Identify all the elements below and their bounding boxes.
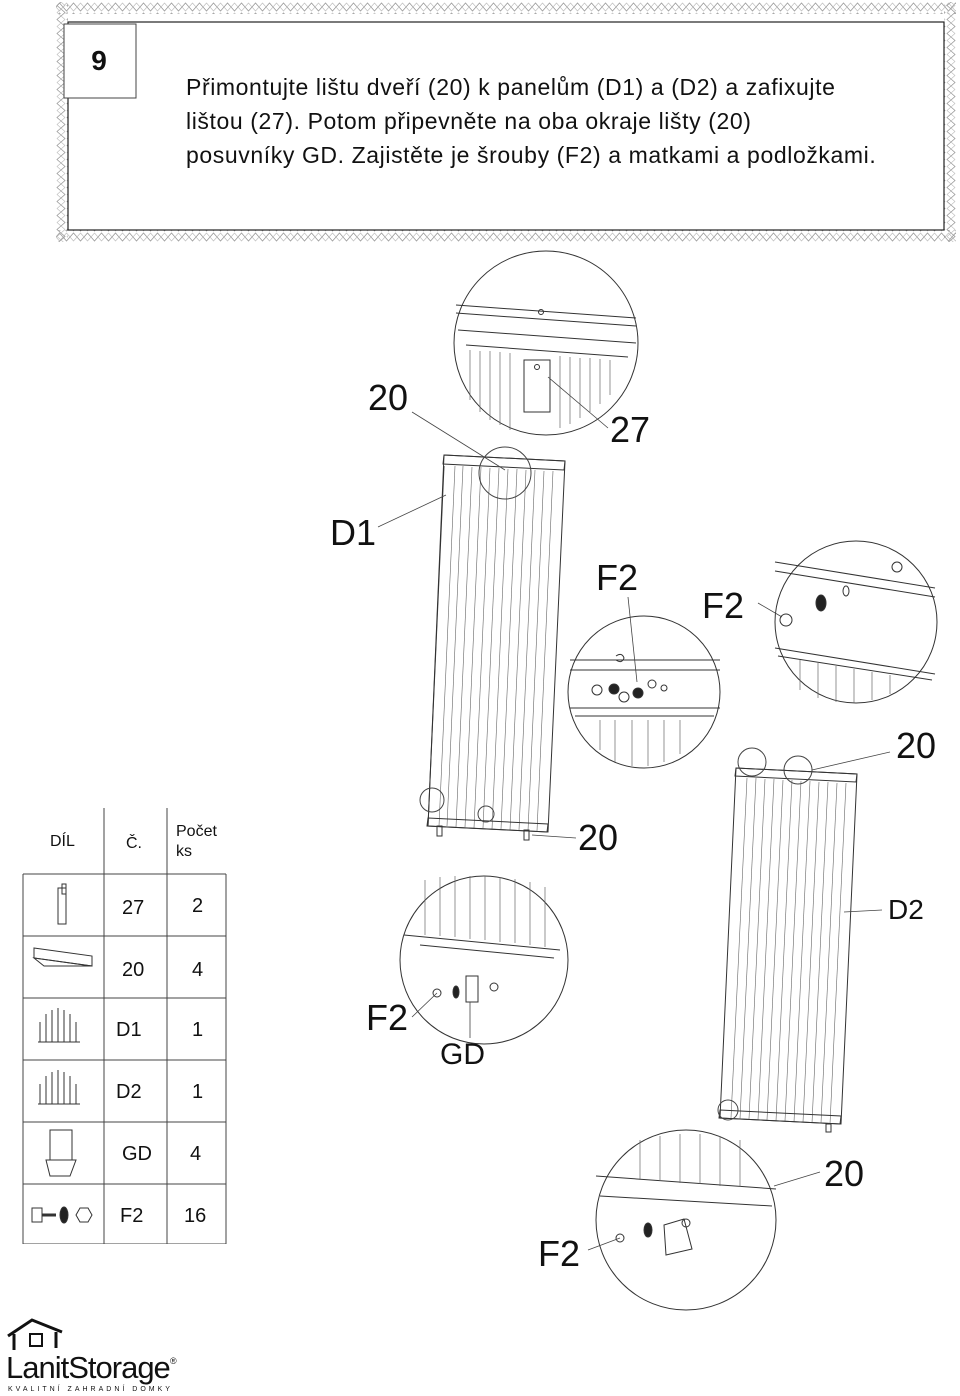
callout-20: 20 xyxy=(578,817,619,858)
header-frame xyxy=(56,2,956,242)
parts-row-number: GD xyxy=(122,1143,152,1165)
callout-f2: F2 xyxy=(366,997,409,1038)
parts-header-part: DÍL xyxy=(50,833,75,850)
parts-row-count: 4 xyxy=(190,1143,202,1165)
callout-f2: F2 xyxy=(596,557,639,598)
callout-f2: F2 xyxy=(702,585,745,626)
parts-row-number: 27 xyxy=(122,897,145,919)
parts-row-count: 4 xyxy=(192,959,204,981)
part-gd-icon xyxy=(45,1129,77,1177)
detail-bottom-drawing xyxy=(595,1129,777,1311)
callout-27: 27 xyxy=(610,409,651,450)
part-27-icon xyxy=(57,883,67,925)
instruction-text: Přimontujte lištu dveří (20) k panelům (… xyxy=(186,70,926,172)
parts-row-number: F2 xyxy=(120,1205,144,1227)
callout-gd: GD xyxy=(440,1038,485,1071)
instruction-line: Přimontujte lištu dveří (20) k panelům (… xyxy=(186,74,836,100)
callout-d2: D2 xyxy=(888,894,924,925)
parts-header-count-unit: ks xyxy=(176,843,192,860)
parts-header-number: Č. xyxy=(126,835,142,852)
logo-wordmark: LanitStorage xyxy=(6,1350,171,1385)
panel-d1-drawing xyxy=(419,446,566,841)
parts-row-count: 2 xyxy=(192,895,204,917)
logo-registered: ® xyxy=(170,1356,177,1366)
callout-20: 20 xyxy=(368,377,409,418)
detail-f2-left-drawing xyxy=(567,615,721,769)
instruction-line: lištou (27). Potom připevněte na oba okr… xyxy=(186,108,752,134)
part-20-icon xyxy=(32,947,93,967)
callout-20: 20 xyxy=(896,725,937,766)
part-d2-icon xyxy=(38,1070,80,1105)
instruction-line: posuvníky GD. Zajistěte je šrouby (F2) a… xyxy=(186,142,877,168)
parts-row-count: 16 xyxy=(184,1205,207,1227)
logo-house-icon xyxy=(7,1318,63,1350)
callout-20: 20 xyxy=(824,1153,865,1194)
parts-table-grid xyxy=(22,808,227,1244)
step-number: 9 xyxy=(91,45,107,76)
panel-d2-drawing xyxy=(717,747,858,1133)
part-d1-icon xyxy=(38,1008,80,1043)
detail-f2-right-drawing xyxy=(774,540,938,704)
parts-row-count: 1 xyxy=(192,1081,204,1103)
part-f2-icon xyxy=(31,1206,93,1224)
detail-gd-drawing xyxy=(399,875,569,1045)
parts-row-number: D2 xyxy=(116,1081,142,1103)
parts-header-count: Počet xyxy=(176,823,217,840)
parts-row-count: 1 xyxy=(192,1019,204,1041)
parts-row-number: D1 xyxy=(116,1019,142,1041)
parts-row-number: 20 xyxy=(122,959,145,981)
logo-tagline: KVALITNÍ ZAHRADNÍ DOMKY xyxy=(8,1386,173,1393)
callout-f2: F2 xyxy=(538,1233,581,1274)
detail-27-drawing xyxy=(453,250,639,436)
callout-d1: D1 xyxy=(330,512,377,553)
